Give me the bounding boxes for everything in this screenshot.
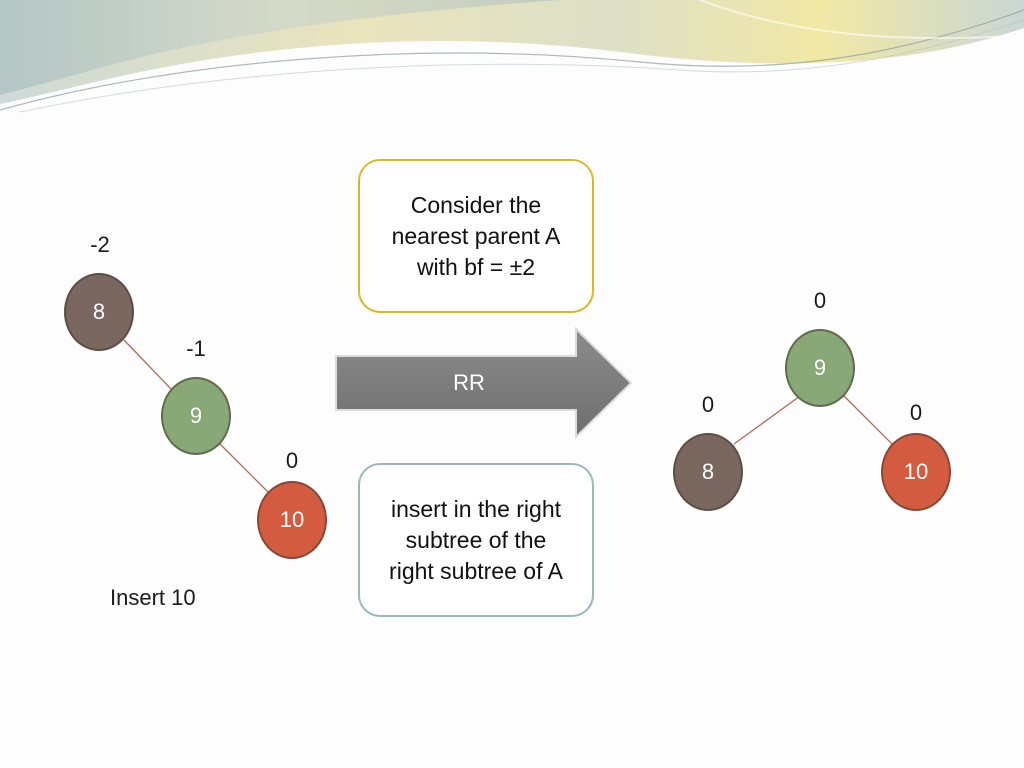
bf-left-node-9: -1 (186, 336, 206, 361)
bf-right-node-8: 0 (701, 392, 715, 417)
bf-left-node-10: 0 (285, 448, 299, 473)
header-wave-decoration (0, 0, 1024, 113)
insert-caption: Insert 10 (110, 585, 196, 610)
bf-left-node-8: -2 (90, 232, 110, 257)
bf-right-node-10: 0 (909, 400, 923, 425)
rr-label: RR (453, 370, 485, 395)
callout-insert-rule: insert in the right subtree of the right… (358, 463, 594, 617)
tree-node-10-right: 10 (881, 433, 951, 511)
tree-node-9-right: 9 (785, 329, 855, 407)
tree-node-8-right: 8 (673, 433, 743, 511)
edge-right-9-10 (843, 395, 893, 445)
edge-left-8-9 (123, 339, 173, 391)
rr-rotation-arrow (335, 326, 633, 440)
bf-right-node-9: 0 (813, 288, 827, 313)
edge-right-9-8 (733, 395, 801, 445)
edge-left-9-10 (219, 443, 271, 495)
tree-node-8-left: 8 (64, 273, 134, 351)
callout-consider-parent: Consider the nearest parent A with bf = … (358, 159, 594, 313)
tree-node-9-left: 9 (161, 377, 231, 455)
tree-node-10-left: 10 (257, 481, 327, 559)
